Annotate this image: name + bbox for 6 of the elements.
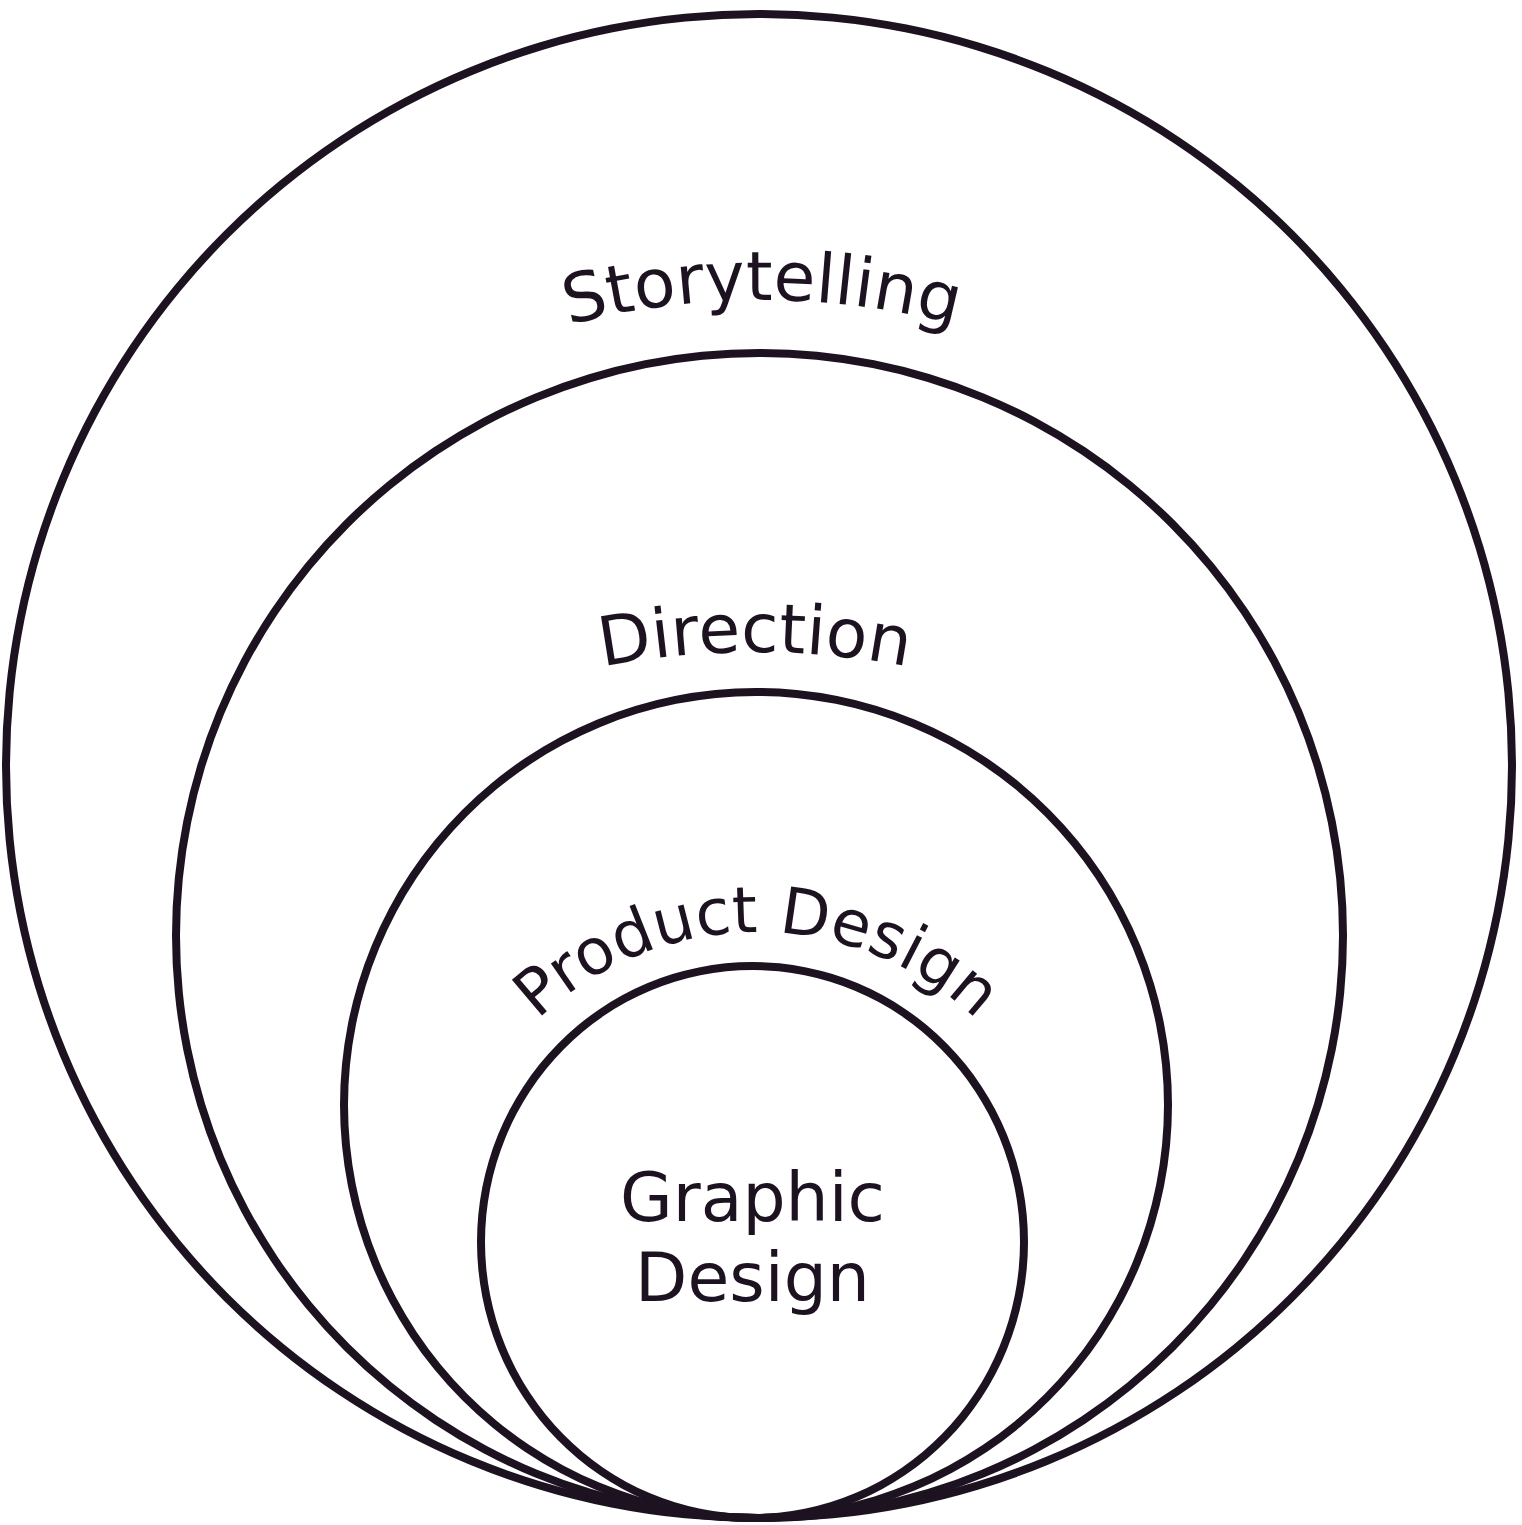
ring-label: Direction	[592, 588, 919, 683]
ring-label: Graphic Design	[620, 1158, 885, 1318]
nested-circle	[340, 688, 1172, 1522]
ring-label: Storytelling	[554, 236, 970, 341]
nested-circle	[2, 10, 1516, 1522]
nested-circle	[172, 349, 1347, 1522]
